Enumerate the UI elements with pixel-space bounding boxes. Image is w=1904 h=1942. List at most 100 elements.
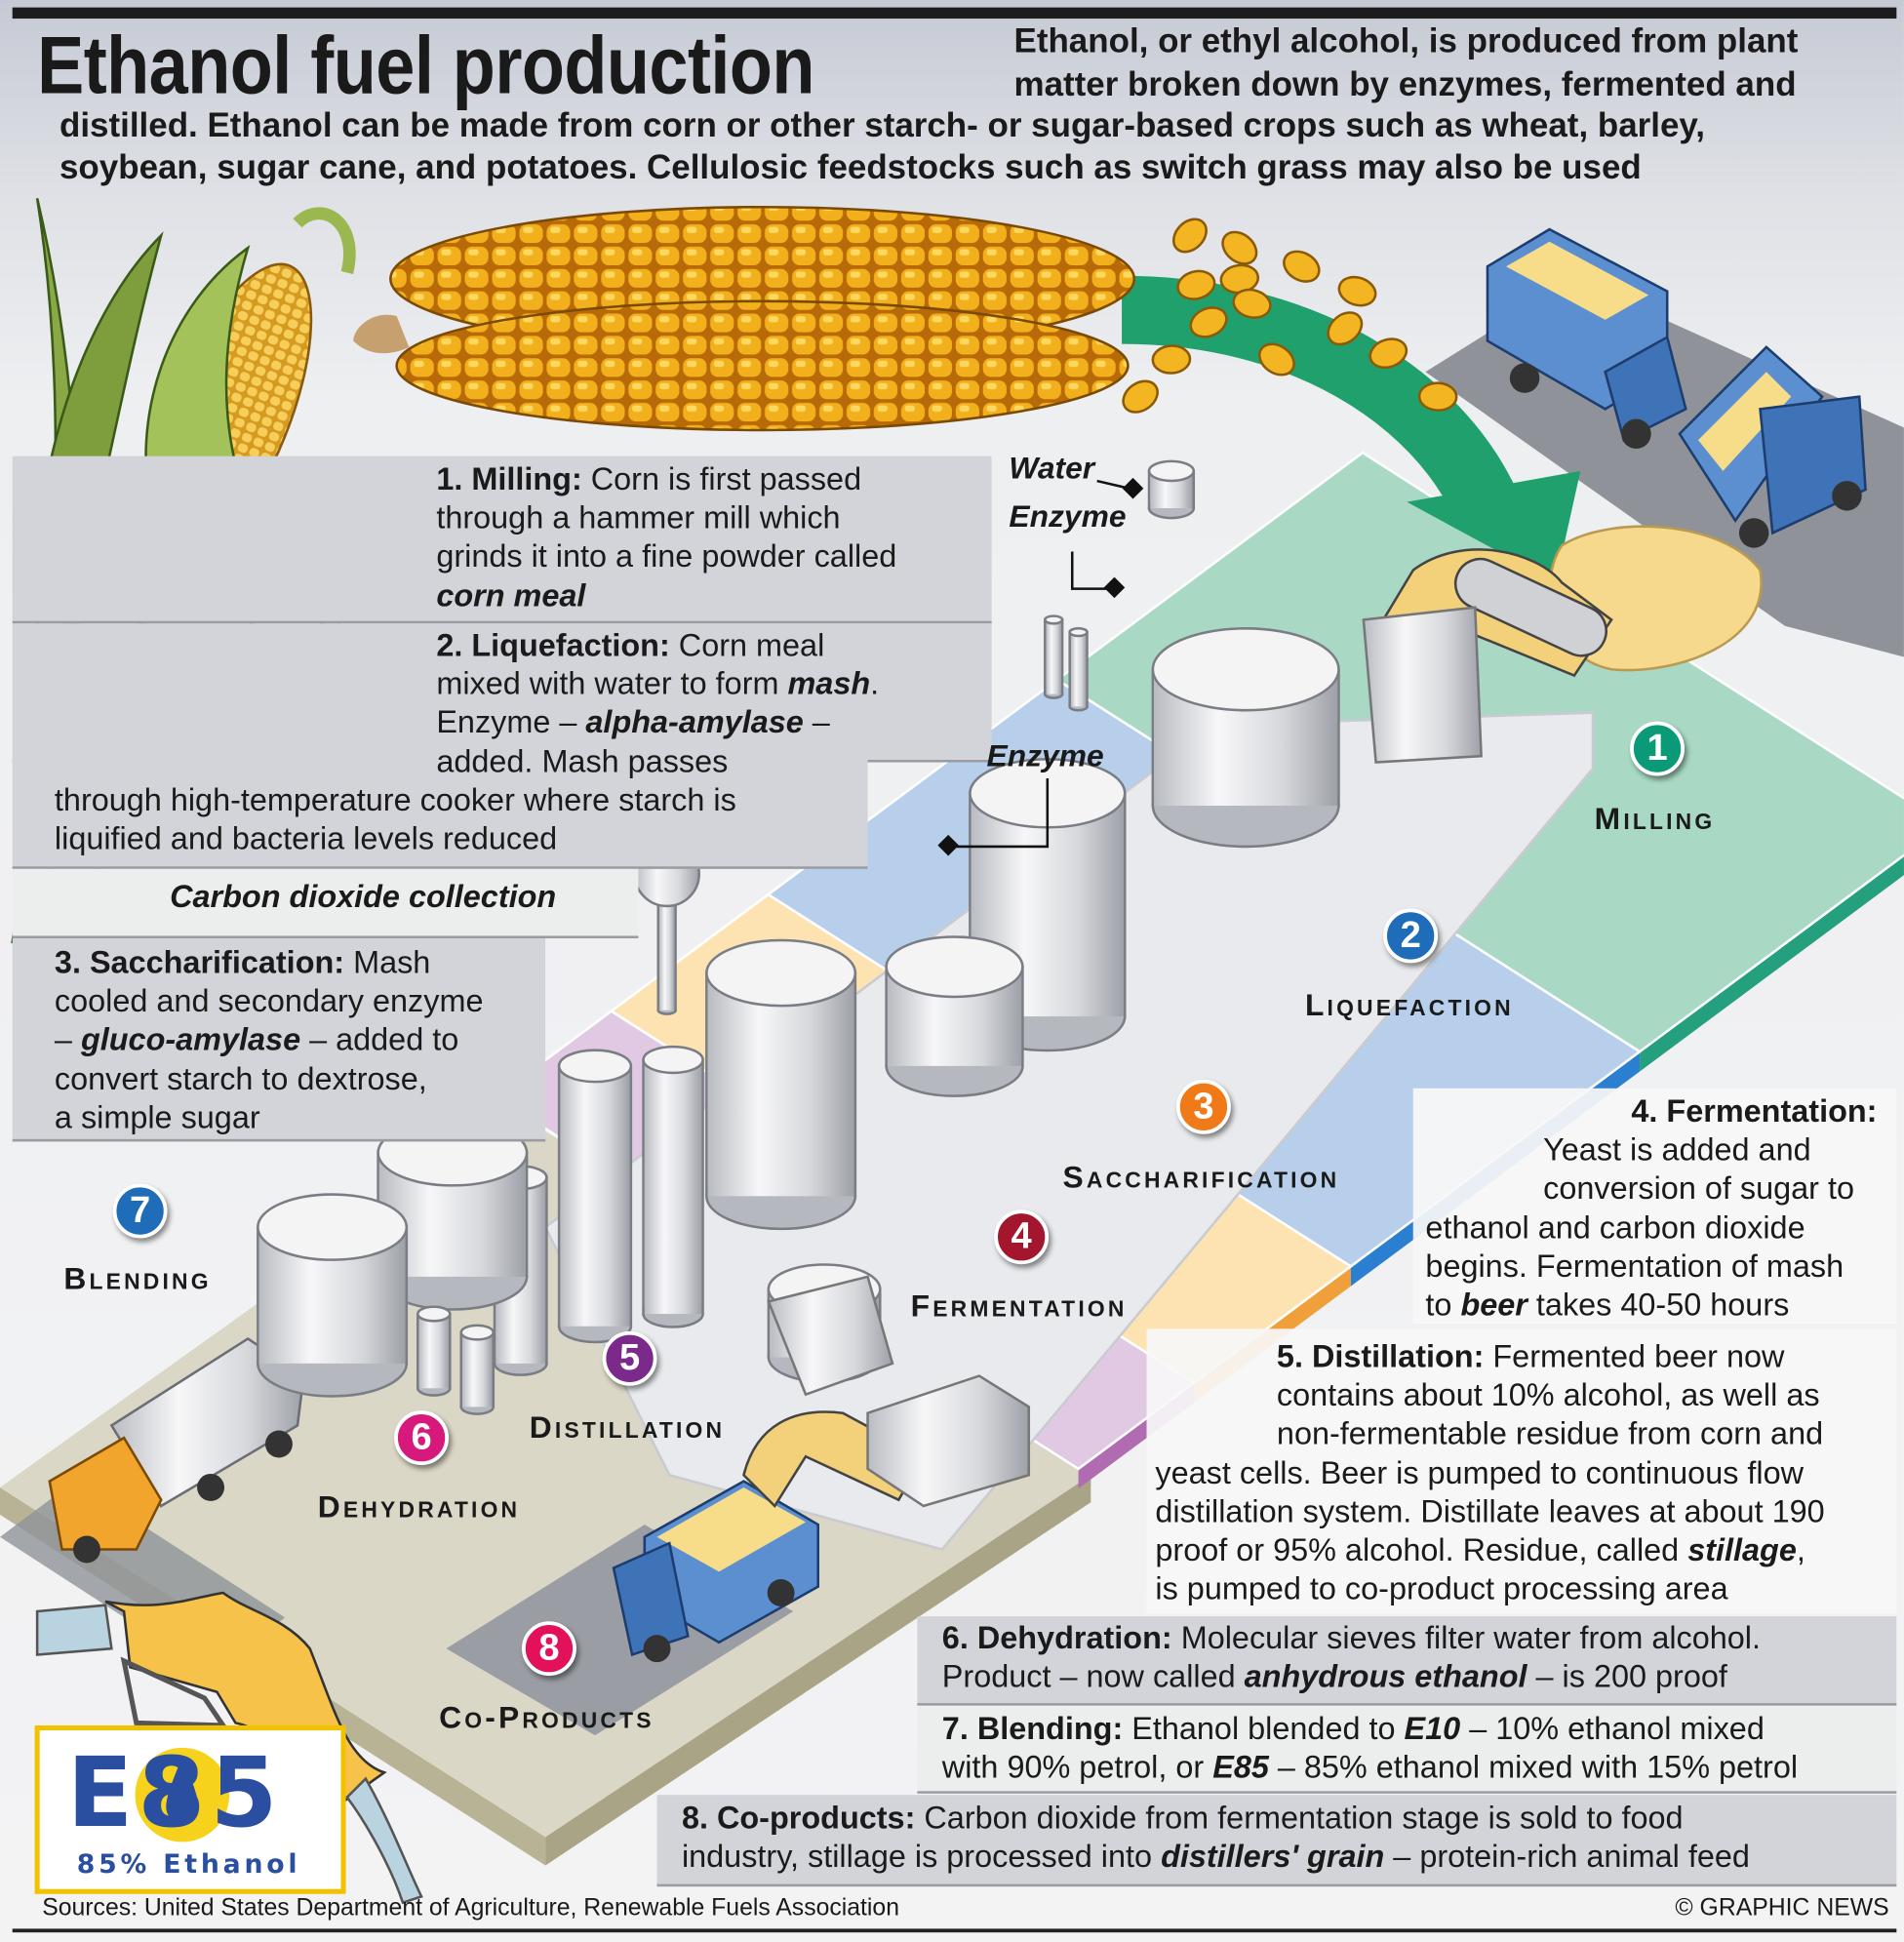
emphasis: 2. Liquefaction: — [436, 628, 670, 663]
intro-line-1: Ethanol, or ethyl alcohol, is produced f… — [1013, 20, 1799, 59]
text: with 90% petrol, or — [941, 1750, 1213, 1786]
emphasis: stillage — [1687, 1532, 1797, 1568]
top-rule — [12, 7, 1897, 20]
emphasis: alpha-amylase — [585, 705, 804, 741]
text: – 85% ethanol mixed with 15% petrol — [1268, 1750, 1799, 1786]
text-line: Yeast is added and — [1543, 1131, 1810, 1170]
text-line: through high-temperature cooker where st… — [55, 782, 736, 821]
callout-enzyme-top: Enzyme — [1009, 499, 1127, 535]
blending-band — [917, 1706, 1897, 1794]
text-line: 6. Dehydration: Molecular sieves filter … — [942, 1620, 1761, 1659]
text: proof or 95% alcohol. Residue, called — [1155, 1532, 1688, 1568]
emphasis: 1. Milling: — [436, 462, 582, 497]
vent-stack — [1068, 626, 1089, 712]
text-line: 7. Blending: Ethanol blended to E10 – 10… — [942, 1711, 1765, 1750]
fermentation-band — [1412, 1088, 1897, 1325]
tile-edge-milling — [1640, 854, 1904, 1072]
corn-cob — [353, 205, 1136, 432]
logo-85-ethanol: 85% Ethanol — [76, 1849, 301, 1880]
vent-stack — [1044, 614, 1064, 699]
liquefaction-band-lower — [12, 760, 868, 869]
stage-label-2: Liquefaction — [1304, 987, 1514, 1023]
text-line: with 90% petrol, or E85 – 85% ethanol mi… — [942, 1749, 1798, 1788]
text: grinds it into a fine powder called — [436, 539, 897, 575]
text-line: a simple sugar — [55, 1099, 260, 1138]
text: yeast cells. Beer is pumped to continuou… — [1155, 1455, 1805, 1491]
text: non-fermentable residue from corn and — [1276, 1417, 1824, 1452]
emphasis: E10 — [1404, 1711, 1461, 1747]
text-line: corn meal — [436, 577, 585, 616]
text-line: 1. Milling: Corn is first passed — [436, 461, 861, 500]
text-line: 3. Saccharification: Mash — [55, 944, 430, 983]
text: , — [1796, 1532, 1805, 1568]
stage-number-3: 3 — [1175, 1079, 1231, 1134]
logo-e85: E85 — [66, 1737, 283, 1850]
emphasis: distillers' grain — [1161, 1840, 1385, 1875]
kernel — [1189, 306, 1228, 338]
stage-label-4: Fermentation — [910, 1288, 1128, 1325]
text: ethanol and carbon dioxide — [1425, 1210, 1805, 1246]
text: – protein-rich animal feed — [1384, 1840, 1750, 1875]
stage-number-1: 1 — [1630, 721, 1686, 776]
co2-tower — [656, 893, 677, 1015]
text: distillation system. Distillate leaves a… — [1155, 1494, 1825, 1529]
text-line: contains about 10% alcohol, as well as — [1277, 1377, 1820, 1416]
blending-tank — [257, 1193, 409, 1398]
kernel — [1258, 342, 1295, 377]
stage-number-5: 5 — [602, 1330, 657, 1386]
intro-line-4: soybean, sugar cane, and potatoes. Cellu… — [59, 147, 1642, 186]
stage-number-2: 2 — [1383, 908, 1439, 964]
text-line: Enzyme – alpha-amylase – — [436, 704, 829, 743]
text-line: ethanol and carbon dioxide — [1425, 1209, 1805, 1248]
fermentation-tank — [705, 938, 857, 1231]
text: Fermented beer now — [1484, 1339, 1785, 1375]
kernel — [1368, 337, 1408, 370]
saccharification-band — [12, 937, 546, 1142]
text-line: distillation system. Distillate leaves a… — [1155, 1493, 1824, 1532]
intro-line-2: matter broken down by enzymes, fermented… — [1013, 64, 1797, 103]
text: added. Mash passes — [436, 744, 729, 779]
text: to — [1425, 1288, 1461, 1323]
text: liquified and bacteria levels reduced — [54, 821, 558, 857]
intro-line-3: distilled. Ethanol can be made from corn… — [59, 105, 1705, 144]
text: Yeast is added and — [1543, 1132, 1811, 1169]
text-line: 4. Fermentation: — [1631, 1093, 1877, 1132]
kernel — [1151, 344, 1192, 375]
text-line: begins. Fermentation of mash — [1425, 1248, 1844, 1287]
kernel — [1337, 275, 1377, 307]
co2-band — [12, 868, 639, 938]
callout-water: Water — [1009, 451, 1095, 487]
text: convert starch to dextrose, — [54, 1061, 427, 1097]
molecular-sieve — [416, 1305, 452, 1397]
emphasis: 7. Blending: — [941, 1711, 1124, 1747]
text: a simple sugar — [54, 1100, 260, 1135]
sources: Sources: United States Department of Agr… — [42, 1893, 900, 1922]
stage-label-1: Milling — [1594, 802, 1716, 837]
text-line: is pumped to co-product processing area — [1155, 1570, 1727, 1609]
kernel — [1327, 311, 1364, 346]
text: Molecular sieves filter water from alcoh… — [1171, 1621, 1762, 1656]
text-line: 5. Distillation: Fermented beer now — [1277, 1338, 1784, 1377]
stage-label-5: Distillation — [529, 1410, 726, 1446]
text: contains about 10% alcohol, as well as — [1276, 1378, 1820, 1413]
text-line: Carbon dioxide collection — [170, 879, 556, 918]
text: through a hammer mill which — [436, 500, 841, 536]
kernel — [1221, 230, 1258, 265]
text: through high-temperature cooker where st… — [54, 782, 736, 818]
stage-number-4: 4 — [994, 1209, 1050, 1265]
emphasis: 4. Fermentation: — [1631, 1094, 1878, 1130]
emphasis: Carbon dioxide collection — [170, 880, 557, 915]
text: . — [870, 666, 880, 702]
emphasis: anhydrous ethanol — [1244, 1659, 1527, 1695]
kernel — [1417, 381, 1458, 412]
stage-number-8: 8 — [522, 1621, 576, 1677]
distillation-column — [642, 1045, 704, 1328]
e85-logo: E85 85% Ethanol — [34, 1724, 346, 1894]
kernel — [1122, 379, 1159, 414]
text: – added to — [300, 1022, 459, 1058]
text-line: convert starch to dextrose, — [55, 1060, 427, 1099]
text: cooled and secondary enzyme — [54, 984, 484, 1019]
text: Carbon dioxide from fermentation stage i… — [915, 1801, 1684, 1837]
dump-truck-tipping — [1548, 345, 1867, 672]
